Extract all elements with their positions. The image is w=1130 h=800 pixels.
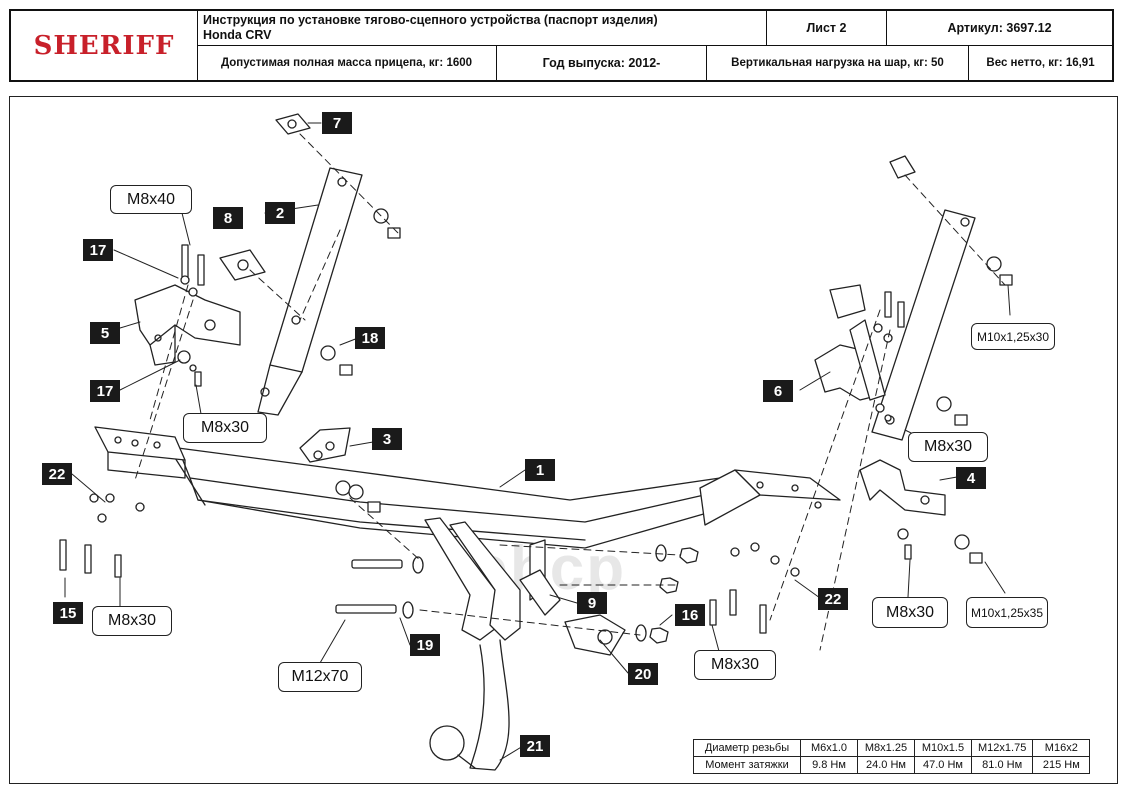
spec-m10x125x35: M10x1,25x35 — [966, 597, 1048, 628]
callout-3: 3 — [372, 428, 402, 450]
vertical-ball-load: Вертикальная нагрузка на шар, кг: 50 — [707, 46, 969, 80]
callout-17-bottom: 17 — [90, 380, 120, 402]
bracket-part-4 — [859, 459, 946, 516]
assembly-guide-lines — [134, 133, 1006, 651]
title-line-2: Honda CRV — [203, 28, 272, 42]
torque-value: 24.0 Нм — [857, 756, 915, 774]
document-title: Инструкция по установке тягово-сцепного … — [197, 11, 767, 46]
callout-8: 8 — [213, 207, 243, 229]
spec-m10x125x30: M10x1,25x30 — [971, 323, 1055, 350]
crossbar-part-1 — [169, 447, 736, 549]
article-number: Артикул: 3697.12 — [887, 11, 1112, 46]
nut-plate-part-7 — [275, 113, 311, 135]
diagram-frame — [9, 96, 1118, 784]
spec-m8x30-left-mid: M8x30 — [183, 413, 267, 443]
towbar-assembly — [424, 517, 561, 771]
tightening-torque-row: Момент затяжки 9.8 Нм 24.0 Нм 47.0 Нм 81… — [693, 756, 1091, 774]
callout-19: 19 — [410, 634, 440, 656]
spec-m8x30-right-low: M8x30 — [872, 597, 948, 628]
thread-diameter-row: Диаметр резьбы M6x1.0 M8x1.25 M10x1.5 M1… — [693, 739, 1091, 757]
small-fasteners — [59, 208, 1013, 634]
spec-m8x30-left-low: M8x30 — [92, 606, 172, 636]
sheet-number: Лист 2 — [767, 11, 887, 46]
callout-7: 7 — [322, 112, 352, 134]
thread-size: M6x1.0 — [800, 739, 858, 757]
brand-logo: SHERIFF — [11, 11, 198, 80]
torque-value: 9.8 Нм — [800, 756, 858, 774]
spec-m12x70: M12x70 — [278, 662, 362, 692]
callout-16: 16 — [675, 604, 705, 626]
callout-21: 21 — [520, 735, 550, 757]
callout-5: 5 — [90, 322, 120, 344]
callout-18: 18 — [355, 327, 385, 349]
callout-22-right: 22 — [818, 588, 848, 610]
thread-size: M8x1.25 — [857, 739, 915, 757]
max-trailer-mass: Допустимая полная масса прицепа, кг: 160… — [197, 46, 497, 80]
torque-table: Диаметр резьбы M6x1.0 M8x1.25 M10x1.5 M1… — [693, 739, 1091, 774]
callout-22-left: 22 — [42, 463, 72, 485]
bracket-part-3 — [299, 427, 351, 463]
torque-value: 81.0 Нм — [970, 756, 1034, 774]
net-weight: Вес нетто, кг: 16,91 — [986, 57, 1095, 69]
spec-m8x40: M8x40 — [110, 185, 192, 214]
callout-leader-lines — [64, 122, 1011, 761]
bracket-part-2 — [257, 167, 363, 416]
callout-9: 9 — [577, 592, 607, 614]
right-long-bracket — [871, 209, 976, 441]
socket-plate-part-20 — [564, 614, 626, 656]
callout-1: 1 — [525, 459, 555, 481]
thread-diameter-label: Диаметр резьбы — [693, 739, 801, 757]
tightening-torque-label: Момент затяжки — [693, 756, 801, 774]
torque-value: 215 Нм — [1032, 756, 1091, 774]
thread-size: M12x1.75 — [970, 739, 1034, 757]
left-end-plate — [94, 426, 186, 479]
title-block: SHERIFF Инструкция по установке тягово-с… — [9, 9, 1114, 82]
torque-value: 47.0 Нм — [914, 756, 972, 774]
callout-4: 4 — [956, 467, 986, 489]
nut-plate-part-8 — [219, 249, 266, 281]
bracket-part-6 — [814, 284, 886, 401]
callout-6: 6 — [763, 380, 793, 402]
right-end-plate — [699, 469, 841, 526]
spec-m8x30-center: M8x30 — [694, 650, 776, 680]
production-year: Год выпуска: 2012- — [497, 46, 707, 80]
thread-size: M16x2 — [1032, 739, 1091, 757]
spec-m8x30-right-mid: M8x30 — [908, 432, 988, 462]
thread-size: M10x1.5 — [914, 739, 972, 757]
title-line-1: Инструкция по установке тягово-сцепного … — [203, 13, 658, 27]
callout-17-top: 17 — [83, 239, 113, 261]
callout-2: 2 — [265, 202, 295, 224]
callout-15: 15 — [53, 602, 83, 624]
brand-name: SHERIFF — [33, 30, 175, 61]
callout-20: 20 — [628, 663, 658, 685]
nut-plate-right-top — [889, 155, 916, 179]
